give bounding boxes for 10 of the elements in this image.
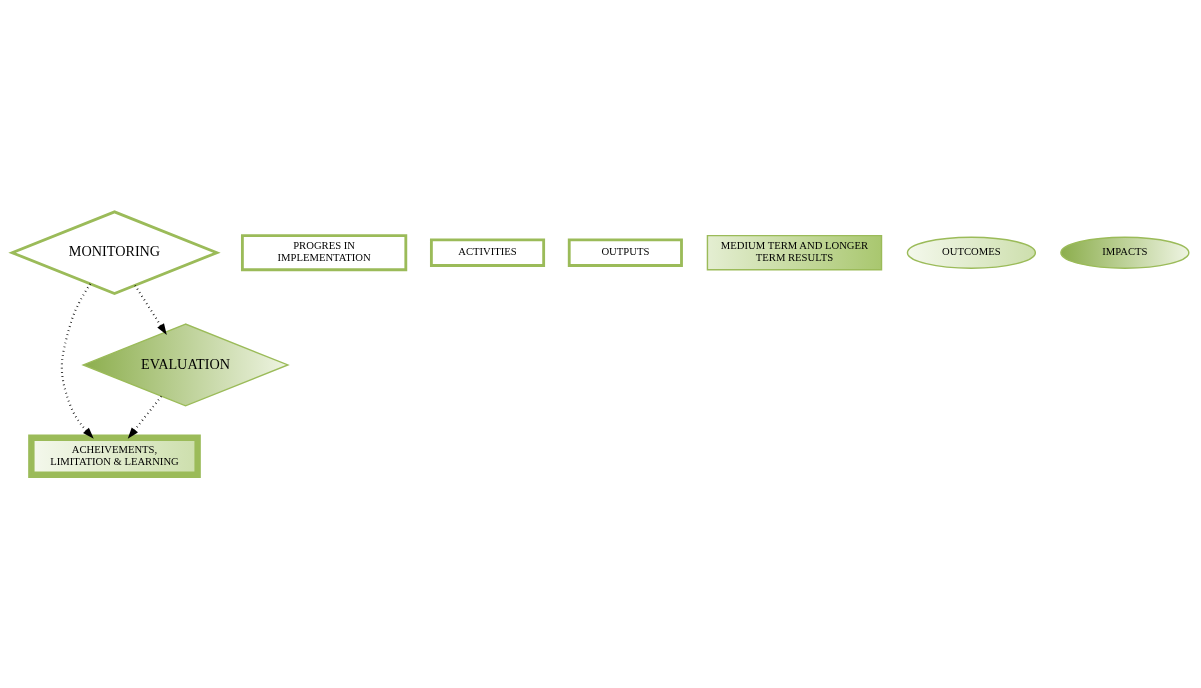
arrow <box>127 395 163 439</box>
node-box: ACTIVITIES <box>429 238 546 267</box>
arrow <box>60 283 94 439</box>
node-box: MEDIUM TERM AND LONGER TERM RESULTS <box>706 234 883 271</box>
node-ellipse: OUTCOMES <box>906 236 1037 269</box>
arrow <box>134 284 167 335</box>
node-ellipse: IMPACTS <box>1060 236 1190 269</box>
node-diamond: MONITORING <box>8 210 221 296</box>
node-box: OUTPUTS <box>567 238 683 267</box>
node-box: PROGRES IN IMPLEMENTATION <box>240 234 408 272</box>
